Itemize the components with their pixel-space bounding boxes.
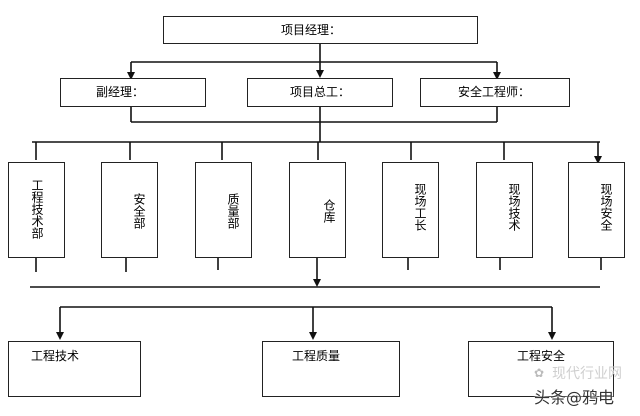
engineering-tech-label: 工程技术 [31, 349, 80, 363]
project-manager-box: 项目经理： [163, 16, 478, 44]
engineering-quality-box: 工程质量 [262, 341, 400, 397]
dept-quality-box: 质量部 [195, 162, 252, 258]
dept-safety-label: 安全部 [132, 193, 146, 229]
engineering-tech-box: 工程技术 [8, 341, 141, 397]
engineering-quality-label: 工程质量 [292, 349, 341, 363]
dept-warehouse-box: 仓库 [289, 162, 346, 258]
dept-engineering-tech-box: 工程技术部 [8, 162, 65, 258]
chief-engineer-label: 项目总工： [290, 85, 351, 99]
engineering-safety-box: 工程安全 [468, 341, 614, 397]
dept-warehouse-label: 仓库 [322, 199, 336, 223]
dept-site-tech-label: 现场技术 [507, 183, 521, 231]
deputy-manager-label: 副经理： [96, 85, 145, 99]
dept-site-foreman-label: 现场工长 [413, 183, 427, 231]
safety-engineer-box: 安全工程师： [420, 78, 570, 107]
dept-site-tech-box: 现场技术 [476, 162, 533, 258]
dept-quality-label: 质量部 [226, 193, 240, 229]
chief-engineer-box: 项目总工： [247, 78, 393, 107]
safety-engineer-label: 安全工程师： [458, 85, 531, 99]
project-manager-label: 项目经理： [281, 23, 342, 37]
dept-site-foreman-box: 现场工长 [382, 162, 439, 258]
watermark-line2: 头条@鸦电 [534, 388, 615, 407]
engineering-safety-label: 工程安全 [517, 349, 566, 363]
dept-site-safety-label: 现场安全 [599, 183, 613, 231]
dept-site-safety-box: 现场安全 [568, 162, 625, 258]
dept-engineering-tech-label: 工程技术部 [30, 179, 44, 239]
deputy-manager-box: 副经理： [60, 78, 206, 107]
watermark-icon: ✿ [534, 366, 545, 380]
dept-safety-box: 安全部 [101, 162, 158, 258]
watermark-line1: 现代行业网 [552, 366, 622, 382]
